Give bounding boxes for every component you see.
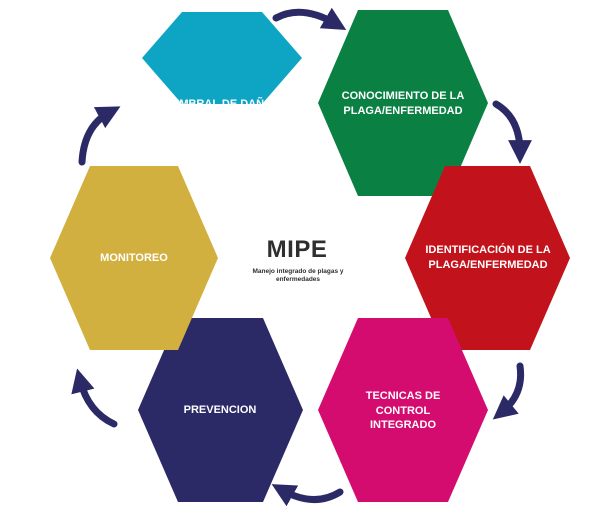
hex-tecnicas — [318, 318, 488, 502]
arrow-top — [272, 7, 347, 31]
step-label-conocimiento: CONOCIMIENTO DE LA PLAGA/ENFERMEDAD — [341, 90, 465, 117]
hex-umbral — [142, 12, 302, 104]
hex-identificacion — [405, 166, 570, 350]
hex-prevencion — [138, 318, 303, 502]
center-subtitle: Manejo integrado de plagas y enfermedade… — [252, 268, 344, 283]
center-title: MIPE — [266, 236, 328, 263]
step-label-identificacion: IDENTIFICACIÓN DE LA PLAGA/ENFERMEDAD — [425, 244, 551, 271]
step-label-prevencion: PREVENCION — [183, 403, 257, 416]
step-label-monitoreo: MONITOREO — [100, 251, 168, 264]
arrow-right-upper — [492, 100, 532, 164]
step-label-umbral: UMBRAL DE DAÑO — [171, 97, 273, 110]
step-label-tecnicas: TECNICAS DE CONTROL INTEGRADO — [365, 389, 441, 432]
arrow-left-upper — [78, 106, 121, 166]
arrow-right-lower — [492, 362, 525, 420]
hex-conocimiento — [318, 10, 488, 196]
hex-monitoreo — [50, 166, 218, 350]
arrow-bottom — [271, 484, 344, 507]
arrow-left-lower — [71, 368, 118, 428]
